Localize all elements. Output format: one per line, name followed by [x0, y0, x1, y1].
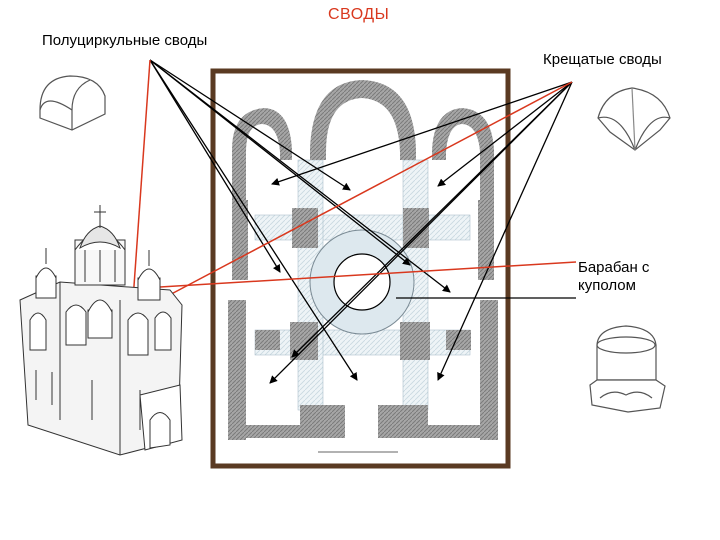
label-drum-line2: куполом: [578, 277, 636, 294]
cross-vault-icon: [597, 87, 671, 151]
label-drum-line1: Барабан с: [578, 259, 650, 276]
label-semicircular-vaults: Полуциркульные своды: [42, 32, 208, 49]
drum-dome-icon: [589, 325, 666, 413]
label-drum-dome: Барабан с куполом: [578, 259, 698, 295]
barrel-vault-icon: [39, 75, 106, 131]
cathedral-drawing: [19, 205, 183, 456]
arrows-cross: [269, 81, 573, 384]
red-arrows: [109, 59, 577, 302]
label-cross-vaults: Крещатые своды: [543, 51, 662, 68]
floor-plan: [228, 80, 498, 453]
page-title: СВОДЫ: [328, 6, 390, 23]
